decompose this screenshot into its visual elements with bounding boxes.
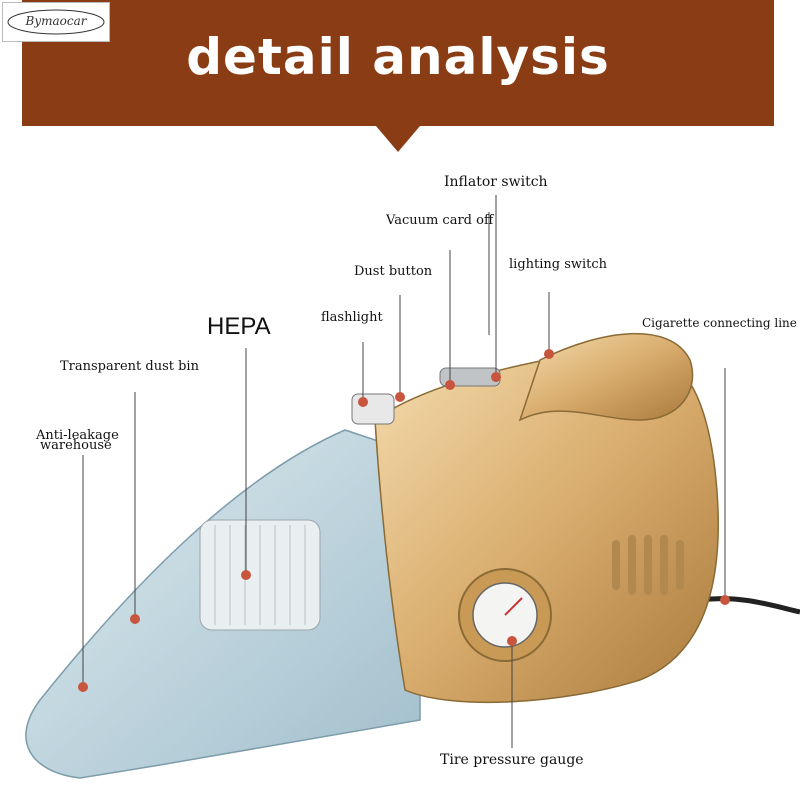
label-flashlight: flashlight — [321, 310, 383, 325]
brand-name: Bymaocar — [25, 14, 87, 28]
label-transparent-dust-bin: Transparent dust bin — [60, 359, 199, 374]
banner — [22, 0, 774, 152]
banner-title: detail analysis — [186, 28, 610, 86]
handle-shape — [518, 333, 694, 422]
label-lighting-switch: lighting switch — [509, 257, 608, 272]
hepa-filter-shape — [199, 519, 321, 631]
label-inflator-switch: Inflator switch — [444, 174, 548, 190]
label-anti-leakage: Anti-leakage — [36, 428, 119, 443]
label-dust-button: Dust button — [354, 264, 433, 279]
label-warehouse: warehouse — [40, 438, 112, 453]
brand-logo: Bymaocar — [2, 2, 110, 42]
label-cigarette-connecting-line: Cigarette connecting line — [642, 316, 797, 330]
label-tire-pressure-gauge: Tire pressure gauge — [440, 752, 584, 768]
label-vacuum-card-off: Vacuum card off — [386, 213, 494, 228]
label-hepa: HEPA — [207, 313, 271, 340]
